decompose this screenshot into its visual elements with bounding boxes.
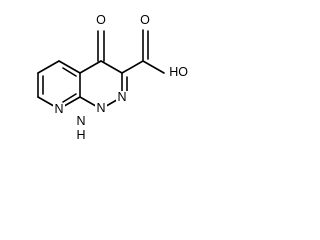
bond [62, 93, 77, 103]
atom-oxo-oxygen: O [96, 13, 106, 27]
bond [121, 60, 144, 74]
chemical-structure-diagram: O O HO N N N N H [37, 13, 188, 142]
atom-pyridine-nitrogen: N [54, 102, 63, 116]
bond [58, 60, 81, 74]
atom-carboxyl-oxygen: O [140, 13, 150, 27]
atom-ring-nitrogen-b: N [96, 101, 105, 115]
bond [37, 60, 60, 74]
bond [100, 60, 123, 74]
atom-labels: O O HO N N N N H [53, 13, 188, 142]
label-background [95, 103, 107, 115]
atom-nh-nitrogen: N [76, 114, 85, 128]
bond [79, 60, 102, 74]
atom-hydroxyl: HO [169, 65, 188, 79]
label-background [116, 91, 128, 103]
atom-nh-hydrogen: H [76, 128, 85, 142]
bond [142, 60, 165, 74]
label-background [53, 103, 65, 115]
atom-ring-nitrogen-a: N [117, 90, 126, 104]
bonds [37, 29, 165, 110]
bond [62, 67, 77, 77]
